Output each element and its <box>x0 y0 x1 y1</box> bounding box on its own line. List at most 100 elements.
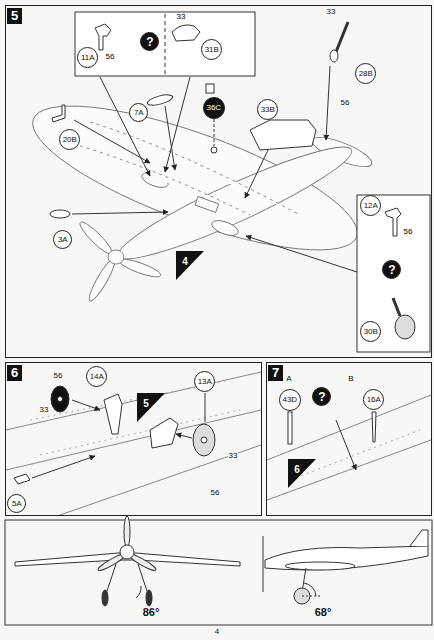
step-reference-triangle <box>176 251 204 280</box>
step-number: 7 <box>268 365 283 381</box>
option-box <box>357 195 430 352</box>
step-panel: 743D?16A <box>266 362 432 516</box>
option-box <box>75 12 255 76</box>
drawing-stroke <box>6 372 261 515</box>
leader-arrow <box>100 77 150 176</box>
tailwheel-leg <box>336 22 348 52</box>
part-33b <box>250 120 316 150</box>
part-number: 14A <box>90 373 104 381</box>
drawing-stroke <box>302 596 322 597</box>
step-number: 5 <box>7 8 22 24</box>
step-reference: 6 <box>293 465 301 475</box>
part-number: 43D <box>282 396 297 404</box>
part-number: ? <box>318 391 325 403</box>
callout-number: 33 <box>176 13 187 21</box>
leg <box>104 394 122 434</box>
part-number-circle: 5A <box>7 494 26 513</box>
leg-part <box>385 208 401 236</box>
prop <box>263 536 264 592</box>
part-number: 20B <box>63 136 77 144</box>
aerial-16a <box>372 412 376 442</box>
part-number-circle: 14A <box>86 366 107 387</box>
prop-blade <box>124 516 130 548</box>
part-20b <box>52 105 65 122</box>
leader-line <box>205 393 206 422</box>
callout-number: 56 <box>340 99 351 107</box>
part-36c <box>206 84 214 93</box>
wheel-14a <box>51 386 69 412</box>
callout-number: 33 <box>39 406 50 414</box>
leader-arrow <box>72 212 168 214</box>
aircraft-underside <box>18 78 375 303</box>
drawing-stroke <box>111 133 360 274</box>
part-number: 7A <box>134 109 144 117</box>
wheel-13a <box>193 424 215 456</box>
gear-leg <box>106 564 116 594</box>
part-number: 12A <box>364 202 378 210</box>
drawing-stroke <box>210 218 240 239</box>
drawing-stroke <box>267 395 431 500</box>
part-number: 11A <box>81 54 95 62</box>
wing-outline <box>267 395 431 500</box>
part-number: 13A <box>198 378 212 386</box>
callout-number: 33 <box>228 452 239 460</box>
part-number-circle: 36C <box>203 97 225 119</box>
wing-outline <box>6 372 261 515</box>
callout-number: A <box>285 375 292 383</box>
part-number-circle: ? <box>382 260 401 279</box>
part-number-circle: 28B <box>355 63 376 84</box>
angle-label: 68° <box>314 607 333 618</box>
part-number: 3A <box>58 236 68 244</box>
step-panel: 511A?31B7A36C33B28B20B3A12A?30B <box>5 5 432 358</box>
part-number: ? <box>388 264 395 276</box>
leader-arrow <box>165 77 190 172</box>
drawing-stroke <box>18 78 371 278</box>
callout-number: 56 <box>403 228 414 236</box>
leader-arrow <box>326 66 330 140</box>
leader-arrow <box>32 456 95 478</box>
leader-arrow <box>74 120 150 163</box>
part-number-circle: 13A <box>194 371 215 392</box>
part-number: 28B <box>359 70 373 78</box>
drawing-stroke <box>285 562 355 570</box>
drawing-stroke <box>50 22 430 352</box>
part-7a <box>146 93 173 107</box>
callout-number: 33 <box>326 8 337 16</box>
callout-number: 56 <box>105 53 116 61</box>
gear-leg <box>138 564 148 594</box>
part-number: 31B <box>205 46 219 54</box>
leader-arrow <box>176 434 192 438</box>
part-number-circle: ? <box>312 387 331 406</box>
divider <box>165 14 166 74</box>
part-number: 36C <box>206 104 221 112</box>
angle-arc <box>136 586 141 598</box>
panel-lines <box>290 430 420 480</box>
part-number: 5A <box>12 500 22 508</box>
step-reference-triangle <box>137 393 165 422</box>
callout-number: 56 <box>53 372 64 380</box>
callout-number: 56 <box>210 489 221 497</box>
part-number-circle: 20B <box>59 129 80 150</box>
part-number-circle: ? <box>140 32 159 51</box>
leader-line <box>214 119 215 146</box>
leader-arrow <box>165 106 175 170</box>
drawing-stroke <box>102 590 108 606</box>
drawing-stroke <box>410 530 428 546</box>
part-number-circle: 7A <box>129 103 148 122</box>
leg <box>150 418 178 448</box>
tailwheel <box>330 50 338 62</box>
drawing-stroke <box>118 256 163 280</box>
drawing-stroke <box>58 397 63 402</box>
wheel-part <box>395 315 415 339</box>
leg-part <box>393 298 400 316</box>
part-number-circle: 43D <box>279 389 301 411</box>
leader-arrow <box>336 420 356 470</box>
part-number-circle: 31B <box>201 39 222 60</box>
drawing-stroke <box>149 598 150 604</box>
part-3a <box>50 210 70 218</box>
leg-part <box>95 24 111 50</box>
part-number-circle: 33B <box>257 99 278 120</box>
part-number: ? <box>146 36 153 48</box>
step-reference: 4 <box>181 257 189 267</box>
drawing-stroke <box>77 219 115 257</box>
